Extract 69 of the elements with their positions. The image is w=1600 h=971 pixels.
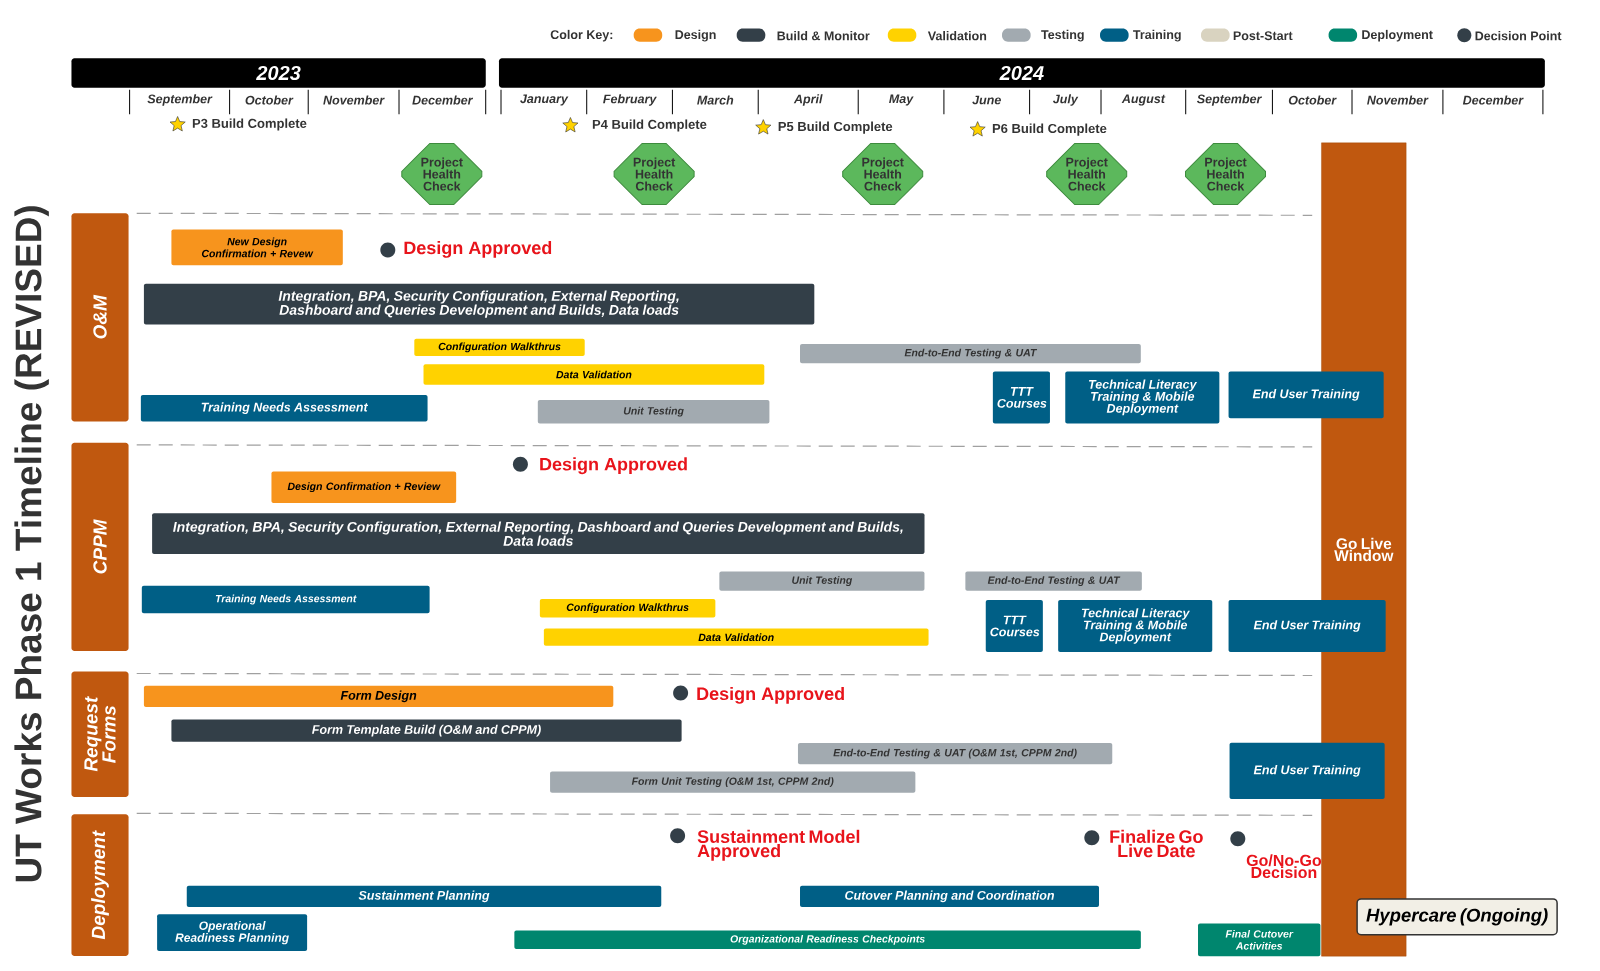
decision-label: Finalize Go Live Date bbox=[1110, 829, 1203, 858]
year-bar: 2024 bbox=[498, 58, 1545, 88]
lane-label: Request Forms bbox=[71, 671, 129, 797]
task-bar: Design Confirmation + Review bbox=[271, 471, 457, 503]
task-bar: Configuration Walkthrus bbox=[539, 599, 716, 618]
task-bar: Training Needs Assessment bbox=[140, 394, 428, 422]
task-bar: End User Training bbox=[1228, 600, 1386, 652]
milestone-label: P4 Build Complete bbox=[592, 119, 707, 132]
health-check-octagon: Project Health Check bbox=[613, 142, 695, 206]
decision-label: Design Approved bbox=[404, 241, 552, 258]
task-bar: Unit Testing bbox=[537, 399, 770, 424]
task-bar: Final Cutover Activities bbox=[1198, 923, 1321, 957]
task-bar: End-to-End Testing & UAT bbox=[800, 343, 1141, 364]
task-bar: Operational Readiness Planning bbox=[157, 914, 308, 952]
month-label: July bbox=[1052, 94, 1079, 106]
month-label: February bbox=[603, 94, 657, 106]
milestone-label: P6 Build Complete bbox=[992, 123, 1107, 136]
decision-label: Design Approved bbox=[697, 686, 844, 704]
task-bar: Unit Testing bbox=[719, 571, 925, 591]
task-bar: Integration, BPA, Security Configuration, External Reporting, Dashboard and Queries Development and Builds, Data loads bbox=[143, 283, 815, 325]
month-label: January bbox=[520, 94, 569, 106]
legend-label: Build & Monitor bbox=[777, 31, 870, 41]
task-bar: Technical Literacy Training & Mobile Deployment bbox=[1065, 371, 1220, 424]
task-bar: End User Training bbox=[1229, 742, 1385, 799]
health-check-octagon: Project Health Check bbox=[1185, 142, 1266, 206]
health-check-octagon: Project Health Check bbox=[842, 142, 924, 206]
lane-label: CPPM bbox=[71, 442, 129, 651]
task-bar: Configuration Walkthrus bbox=[414, 338, 585, 357]
health-check-octagon: Project Health Check bbox=[401, 142, 483, 206]
month-label: September bbox=[1196, 94, 1262, 106]
task-bar: Technical Literacy Training & Mobile Deployment bbox=[1058, 600, 1213, 652]
task-bar: Integration, BPA, Security Configuration, External Reporting, Dashboard and Queries Development and Builds, Data loads bbox=[152, 513, 925, 555]
legend-label: Testing bbox=[1041, 29, 1084, 42]
decision-label: Sustainment Model Approved bbox=[697, 829, 860, 861]
task-bar: Form Design bbox=[143, 685, 614, 708]
legend-label: Post-Start bbox=[1233, 31, 1293, 41]
legend-label: Deployment bbox=[1362, 29, 1433, 42]
lane-label: O&M bbox=[71, 213, 129, 422]
year-bar: 2023 bbox=[71, 58, 486, 88]
legend-label: Training bbox=[1133, 29, 1181, 42]
title: UT Works Phase 1 Timeline (REVISED) bbox=[14, 206, 49, 882]
legend-label: Design bbox=[675, 29, 716, 42]
legend-label: Validation bbox=[927, 31, 987, 41]
task-bar: Organizational Readiness Checkpoints bbox=[514, 930, 1141, 949]
task-bar: Sustainment Planning bbox=[186, 885, 662, 908]
task-bar: TTT Courses bbox=[992, 371, 1050, 424]
lane-label: Deployment bbox=[71, 814, 129, 957]
task-bar: Training Needs Assessment bbox=[141, 585, 430, 614]
task-bar: Cutover Planning and Coordination bbox=[800, 885, 1099, 908]
decision-label: Design Approved bbox=[540, 457, 687, 475]
task-bar: End User Training bbox=[1228, 371, 1384, 419]
task-bar: Data Validation bbox=[423, 364, 765, 385]
decision-label: Go/No-Go Decision bbox=[1246, 854, 1322, 879]
milestone-label: P5 Build Complete bbox=[778, 121, 893, 134]
legend-label: Decision Point bbox=[1475, 31, 1562, 41]
health-check-octagon: Project Health Check bbox=[1046, 142, 1128, 206]
month-label: December bbox=[412, 95, 474, 105]
task-bar: Form Unit Testing (O&M 1st, CPPM 2nd) bbox=[550, 771, 916, 793]
task-bar: TTT Courses bbox=[985, 600, 1043, 652]
task-bar: End-to-End Testing & UAT bbox=[965, 571, 1142, 591]
milestone-label: P3 Build Complete bbox=[192, 118, 307, 131]
month-label: May bbox=[889, 94, 914, 106]
legend-heading: Color Key: bbox=[550, 29, 613, 42]
task-bar: Form Template Build (O&M and CPPM) bbox=[171, 719, 682, 742]
task-bar: End-to-End Testing & UAT (O&M 1st, CPPM 2nd) bbox=[797, 742, 1113, 765]
month-label: August bbox=[1121, 94, 1166, 106]
task-bar: New Design Confirmation + Revew bbox=[171, 229, 343, 266]
hypercare-box: Hypercare (Ongoing) bbox=[1356, 898, 1558, 936]
task-bar: Data Validation bbox=[543, 628, 929, 646]
